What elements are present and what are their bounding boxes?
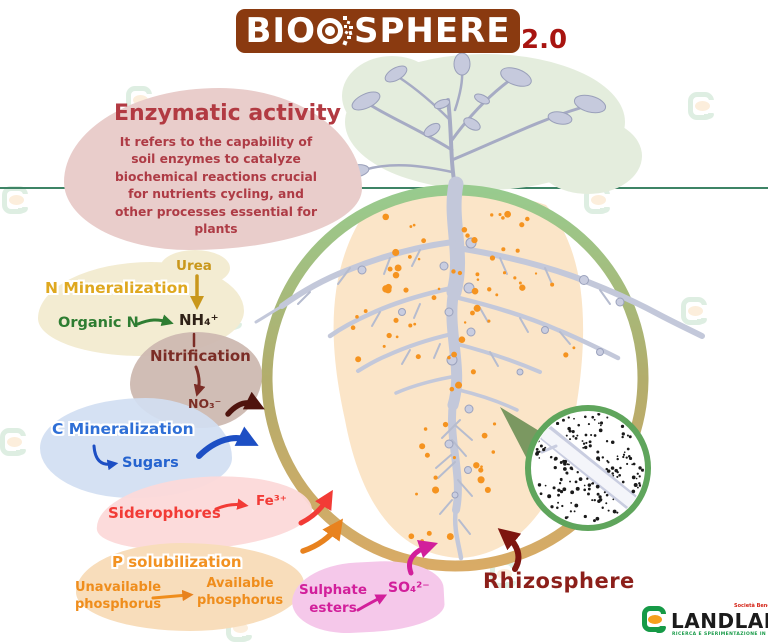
available-phosphorus-label: Available phosphorus [196, 576, 284, 608]
ferric-iron-label: Fe³⁺ [256, 493, 287, 509]
arrow-p-to-circle [300, 518, 343, 554]
microbe-dots [535, 412, 644, 523]
nutrient-dots [350, 210, 576, 556]
landlab-glyph-icon [642, 606, 668, 636]
rhizosphere-label: Rhizosphere [483, 569, 635, 593]
landlab-watermark-icon [2, 184, 38, 224]
landlab-name: LANDLAB [671, 609, 768, 633]
logo-bio-text: BIO [245, 11, 316, 51]
organic-n-label: Organic N [58, 315, 139, 331]
sugars-label: Sugars [122, 455, 179, 471]
root-system-sketch [254, 176, 705, 561]
root-magnifier [525, 405, 651, 531]
n-mineralization-title: N Mineralization [45, 279, 189, 297]
urea-label: Urea [176, 258, 212, 274]
landlab-logo: LANDLAB Società Benefit RICERCA E SPERIM… [630, 596, 768, 644]
enzymatic-title: Enzymatic activity [113, 101, 342, 126]
unavailable-phosphorus-label: Unavailable phosphorus [75, 580, 162, 612]
magnifier-wedge [500, 407, 549, 463]
logo-sphere-text: SPHERE [353, 11, 511, 51]
plant-background-blob [342, 54, 642, 194]
landlab-watermark-icon [0, 426, 36, 466]
c-mineralization-title: C Mineralization [52, 420, 194, 438]
rhizosphere-soil-blob [333, 190, 584, 558]
landlab-watermark-icon [584, 184, 620, 224]
urea-blob-bump [160, 250, 230, 286]
enzymatic-body: It refers to the capability of soil enzy… [114, 135, 318, 237]
landlab-tagline: RICERCA E SPERIMENTAZIONE IN AGRICOLTURA [672, 632, 768, 637]
landlab-watermark-icon [681, 295, 717, 335]
nitrification-label: Nitrification [150, 347, 251, 365]
logo-version: 2.0 [521, 25, 568, 55]
soil-circle-ring [261, 184, 649, 572]
sulphate-esters-label: Sulphate esters [299, 582, 367, 617]
p-solubilization-title: P solubilization [112, 553, 242, 571]
landlab-watermark-icon [688, 90, 724, 130]
landlab-benefit: Società Benefit [734, 603, 768, 609]
plant-sketch [342, 52, 607, 188]
ammonium-label: NH₄⁺ [179, 311, 219, 329]
biosphere-logo: BIO SPHERE [236, 9, 520, 53]
siderophores-label: Siderophores [108, 504, 221, 522]
soil-aggregate-o-icon [316, 12, 354, 50]
nitrate-label: NO₃⁻ [188, 396, 222, 411]
sulphate-label: SO₄²⁻ [388, 580, 430, 596]
